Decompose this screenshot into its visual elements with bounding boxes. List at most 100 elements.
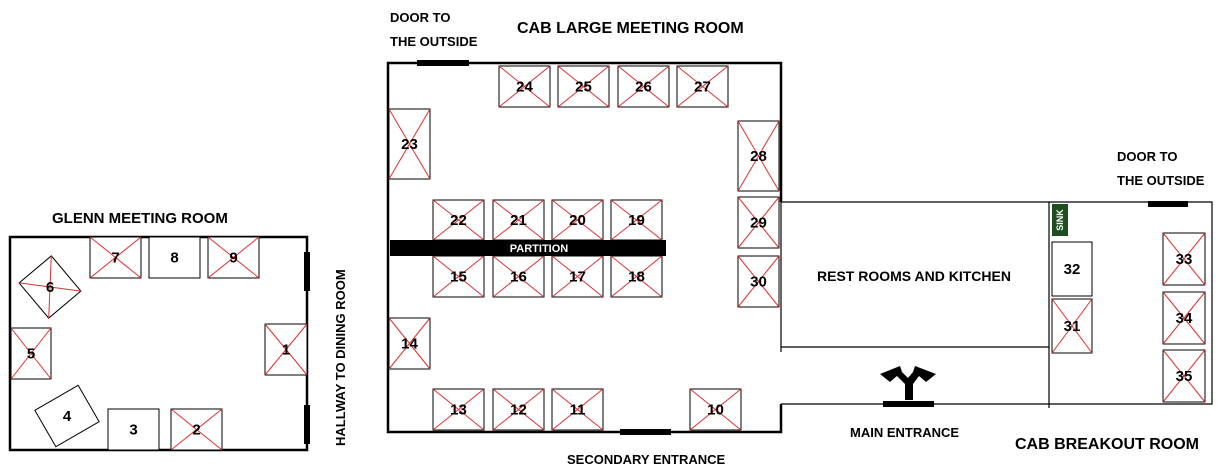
door-outside-right-label-1: DOOR TO xyxy=(1117,149,1177,164)
reserved-mark xyxy=(551,255,604,298)
table-number: 12 xyxy=(510,402,527,419)
reserved-mark xyxy=(1051,298,1093,354)
table-number: 31 xyxy=(1064,318,1081,335)
reserved-mark xyxy=(388,108,431,180)
table-outline xyxy=(107,408,160,451)
table-23[interactable]: 23 xyxy=(388,108,431,180)
table-12[interactable]: 12 xyxy=(492,388,545,431)
table-number: 10 xyxy=(707,402,724,419)
table-14[interactable]: 14 xyxy=(388,317,431,370)
door-outside-right-label-2: THE OUTSIDE xyxy=(1117,173,1205,188)
table-6[interactable]: 6 xyxy=(18,255,82,319)
table-21[interactable]: 21 xyxy=(492,199,545,241)
table-13[interactable]: 13 xyxy=(432,388,485,431)
reserved-mark xyxy=(170,408,223,451)
table-outline xyxy=(34,384,100,448)
table-18[interactable]: 18 xyxy=(610,255,663,298)
table-11[interactable]: 11 xyxy=(551,388,604,431)
table-9[interactable]: 9 xyxy=(207,236,260,279)
table-2[interactable]: 2 xyxy=(170,408,223,451)
door-outside-left-label-1: DOOR TO xyxy=(390,10,450,25)
table-number: 22 xyxy=(450,212,467,229)
reserved-mark xyxy=(492,388,545,431)
table-number: 14 xyxy=(401,336,418,353)
table-29[interactable]: 29 xyxy=(737,196,780,249)
table-34[interactable]: 34 xyxy=(1162,291,1206,345)
table-number: 18 xyxy=(628,269,645,286)
table-number: 19 xyxy=(628,212,645,229)
table-number: 2 xyxy=(192,422,200,439)
restroom-kitchen-walls xyxy=(781,201,1050,348)
table-35[interactable]: 35 xyxy=(1162,349,1206,403)
cab-large-room-walls xyxy=(386,61,783,434)
table-number: 5 xyxy=(27,346,35,363)
reserved-mark xyxy=(388,317,431,370)
table-number: 17 xyxy=(569,269,586,286)
table-number: 30 xyxy=(750,274,767,291)
reserved-mark xyxy=(264,323,308,376)
table-16[interactable]: 16 xyxy=(492,255,545,298)
reserved-mark xyxy=(432,388,485,431)
reserved-mark xyxy=(737,255,780,308)
main-entrance-arrow-icon xyxy=(880,366,936,400)
table-7[interactable]: 7 xyxy=(89,236,142,279)
table-22[interactable]: 22 xyxy=(432,199,485,241)
reserved-mark xyxy=(10,327,52,380)
table-30[interactable]: 30 xyxy=(737,255,780,308)
table-number: 27 xyxy=(694,79,711,96)
table-outline xyxy=(148,236,201,279)
table-10[interactable]: 10 xyxy=(689,388,742,431)
table-24[interactable]: 24 xyxy=(498,65,551,108)
table-15[interactable]: 15 xyxy=(432,255,485,298)
reserved-mark xyxy=(432,255,485,298)
cab-large-room-title: CAB LARGE MEETING ROOM xyxy=(517,20,744,37)
table-28[interactable]: 28 xyxy=(737,120,780,192)
table-4[interactable]: 4 xyxy=(34,384,100,448)
table-5[interactable]: 5 xyxy=(10,327,52,380)
reserved-mark xyxy=(551,388,604,431)
table-3[interactable]: 3 xyxy=(107,408,160,451)
table-8[interactable]: 8 xyxy=(148,236,201,279)
table-27[interactable]: 27 xyxy=(676,65,729,108)
table-25[interactable]: 25 xyxy=(557,65,610,108)
table-number: 24 xyxy=(516,79,533,96)
reserved-mark xyxy=(676,65,729,108)
restroom-kitchen-label: REST ROOMS AND KITCHEN xyxy=(817,268,1011,284)
table-outline xyxy=(1051,241,1093,297)
table-number: 1 xyxy=(282,342,290,359)
secondary-entrance-label: SECONDARY ENTRANCE xyxy=(567,452,726,467)
reserved-mark xyxy=(492,255,545,298)
partition-label: PARTITION xyxy=(510,243,569,255)
table-number: 16 xyxy=(510,269,527,286)
table-number: 29 xyxy=(750,215,767,232)
table-number: 26 xyxy=(635,79,652,96)
partition-bar xyxy=(390,240,666,256)
table-19[interactable]: 19 xyxy=(610,199,663,241)
glenn-room-title: GLENN MEETING ROOM xyxy=(52,210,228,227)
table-number: 25 xyxy=(575,79,592,96)
table-20[interactable]: 20 xyxy=(551,199,604,241)
table-number: 35 xyxy=(1176,368,1193,385)
table-31[interactable]: 31 xyxy=(1051,298,1093,354)
table-number: 23 xyxy=(401,136,418,153)
reserved-mark xyxy=(737,196,780,249)
table-number: 32 xyxy=(1064,261,1081,278)
hallway-label: HALLWAY TO DINING ROOM xyxy=(333,269,348,446)
table-number: 7 xyxy=(111,250,119,267)
table-17[interactable]: 17 xyxy=(551,255,604,298)
table-number: 15 xyxy=(450,269,467,286)
tables: 1 2 3 4 5 6 7 8 9 10 11 12 13 14 15 16 1… xyxy=(10,65,1206,451)
table-33[interactable]: 33 xyxy=(1162,232,1206,286)
reserved-mark xyxy=(689,388,742,431)
reserved-mark xyxy=(1162,291,1206,345)
reserved-mark xyxy=(498,65,551,108)
doors xyxy=(304,60,1188,444)
table-1[interactable]: 1 xyxy=(264,323,308,376)
table-26[interactable]: 26 xyxy=(617,65,670,108)
reserved-mark xyxy=(610,199,663,241)
sink xyxy=(1052,204,1068,236)
table-32[interactable]: 32 xyxy=(1051,241,1093,297)
reserved-mark xyxy=(610,255,663,298)
door-outside-left-label-2: THE OUTSIDE xyxy=(390,34,478,49)
